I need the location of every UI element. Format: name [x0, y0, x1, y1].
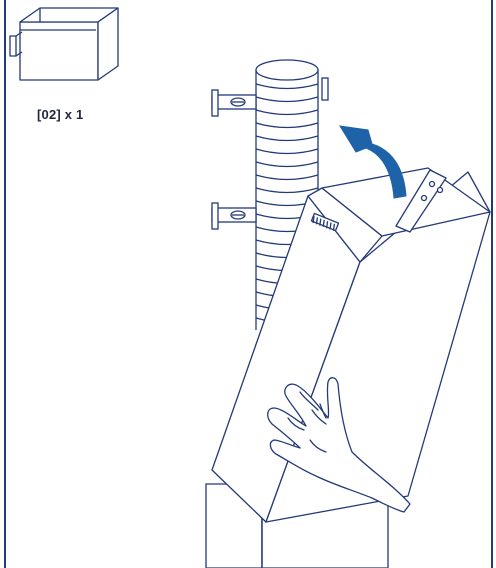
duct-rib [255, 148, 319, 155]
duct-rib [255, 174, 319, 181]
wall-bracket-icon [211, 77, 329, 117]
duct-rib [255, 109, 319, 116]
vent-tick [329, 222, 332, 230]
frame-edge-right [491, 0, 493, 568]
hand-icon [267, 377, 411, 513]
duct-rib [255, 161, 319, 168]
frame-edge-left [4, 0, 6, 568]
vent-tick [315, 217, 319, 225]
part-quantity-label: [02] x 1 [37, 107, 84, 122]
duct-rib [255, 187, 319, 194]
vent-tick [322, 219, 325, 227]
chimney-box-icon [9, 7, 119, 81]
vent-tick [319, 218, 322, 226]
duct-rib [255, 122, 319, 129]
vent-tick [332, 223, 336, 231]
vent-tick [312, 215, 315, 224]
duct-rib [255, 135, 319, 142]
wall-bracket-icon [211, 202, 257, 230]
lift-arrow-icon [339, 125, 407, 199]
vent-tick [325, 221, 329, 229]
duct-rib [255, 83, 319, 90]
duct-rib [255, 96, 319, 103]
